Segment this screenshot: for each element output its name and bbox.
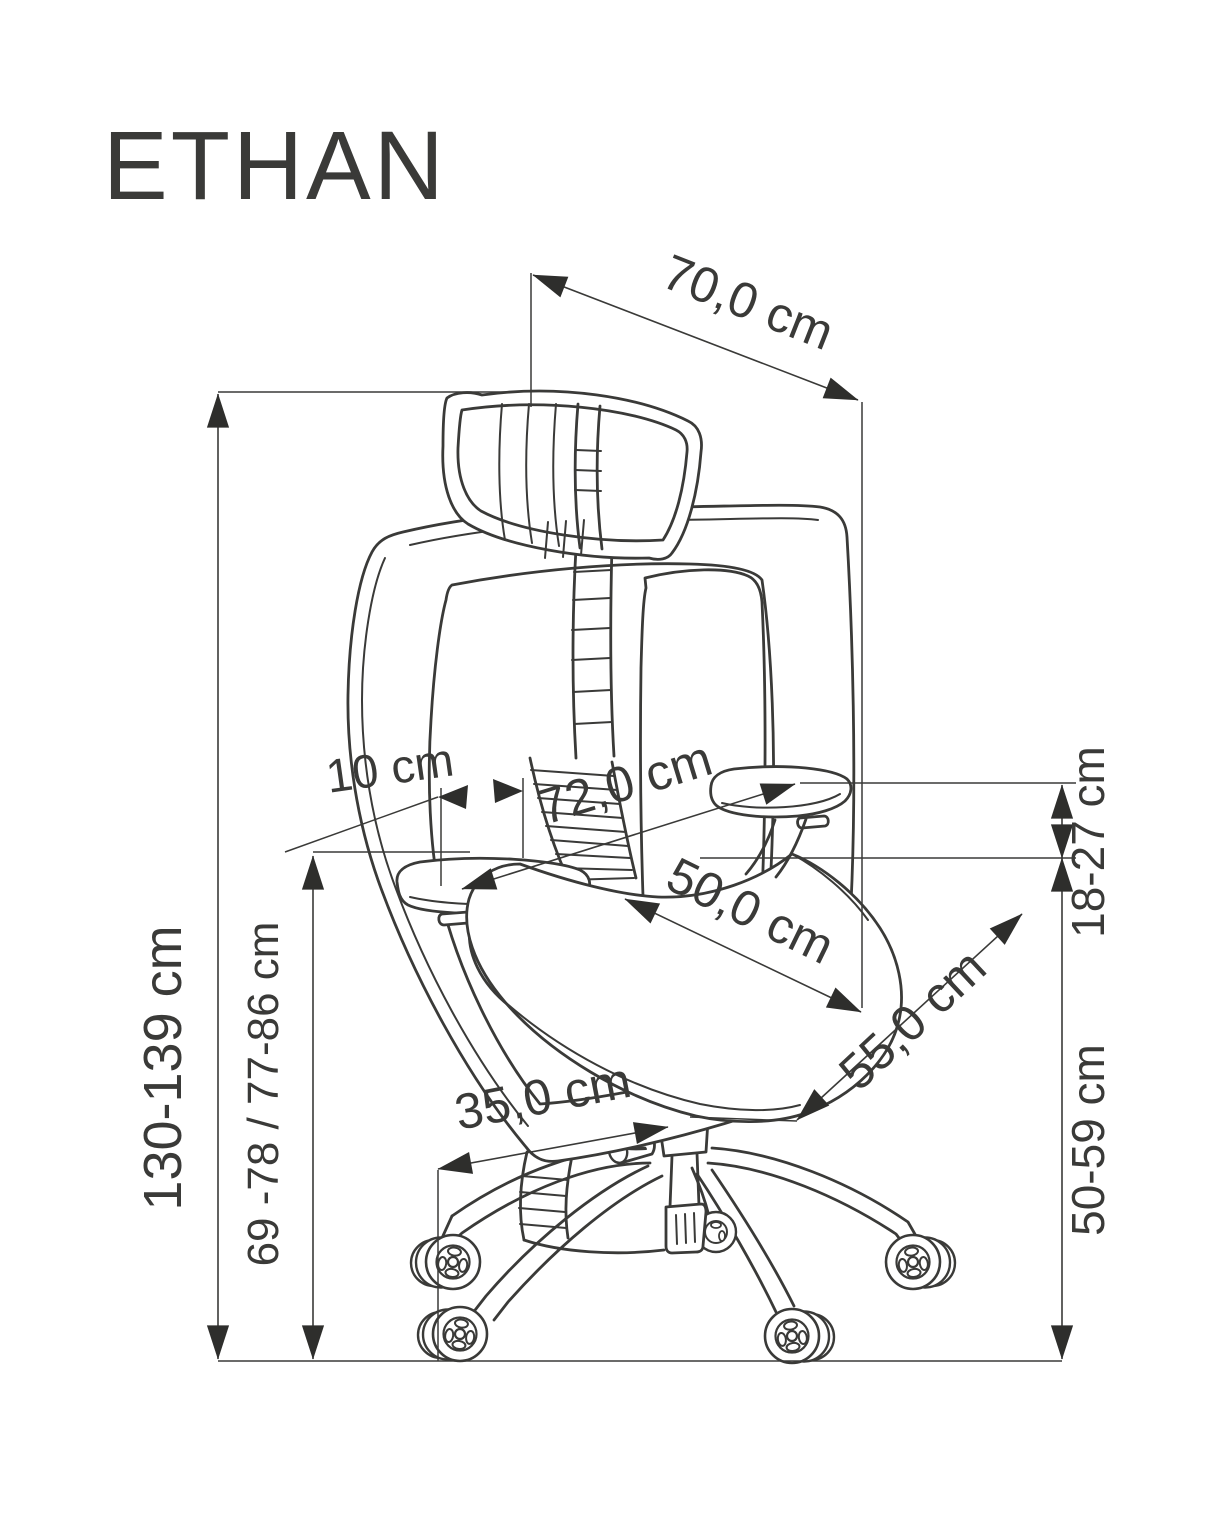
caster-wheel-front-right [763,1307,836,1365]
label-total-height: 130-139 cm [133,925,193,1210]
headrest [441,389,703,561]
label-armrest-above-seat: 18-27 cm [1062,746,1114,938]
label-seat-height: 50-59 cm [1062,1044,1114,1236]
dim-line-seat-depth [796,913,1023,1121]
dim-arrow-lumbar-right [493,779,523,803]
caster-wheel-front-left [416,1305,489,1363]
caster-wheel-hidden-center [694,1210,738,1254]
caster-wheel-back-left [409,1233,482,1291]
dim-line-base-leg-span [437,1122,669,1174]
dimension-lines [206,274,1074,1360]
extension-lines [218,273,1076,1362]
product-title: ETHAN [103,111,447,220]
dim-arrow-lumbar-left [438,785,468,809]
chair-illustration [346,389,957,1365]
label-backrest-armrest-height: 69 -78 / 77-86 cm [239,922,288,1267]
dim-line-backrest-span [461,783,796,890]
label-total-depth: 70,0 cm [655,244,841,361]
caster-wheel-back-right [884,1233,957,1291]
dim-line-total-depth [532,274,859,401]
